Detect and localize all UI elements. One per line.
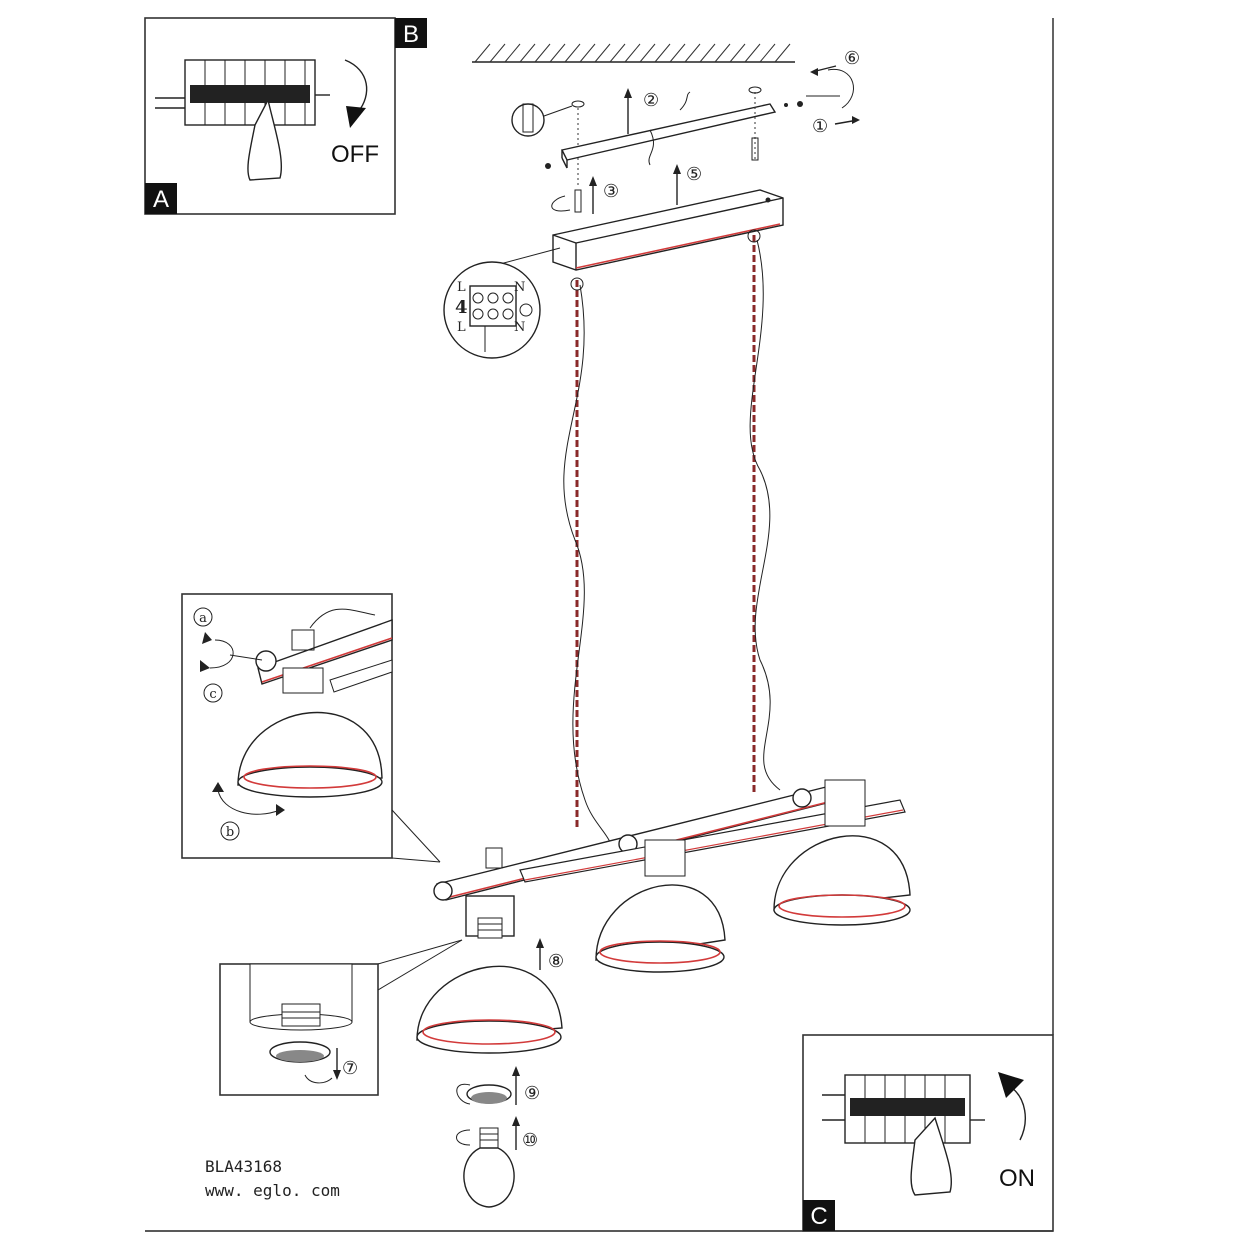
off-arrow-head	[346, 106, 366, 128]
model-number: BLA43168	[205, 1157, 282, 1176]
step-9: ⑨	[524, 1083, 540, 1104]
breaker-panel-on-icon	[822, 1074, 985, 1144]
step-1: ①	[812, 116, 828, 137]
light-bulb-icon	[456, 1116, 520, 1208]
suspension-chains	[563, 229, 781, 861]
inset-switch-off: B A OFF	[144, 17, 427, 215]
screw-icons	[545, 86, 803, 213]
tag-b: B	[403, 21, 419, 48]
terminal-l-top: L	[457, 280, 466, 295]
step-8: ⑧	[548, 951, 564, 972]
on-arrow-head	[998, 1072, 1024, 1098]
canopy	[552, 189, 784, 271]
tag-b-box	[395, 18, 427, 48]
step-arrows	[551, 65, 860, 214]
tag-c-box	[803, 1200, 835, 1231]
breaker-panel-icon	[155, 59, 330, 126]
on-arrow-curve	[1011, 1087, 1026, 1141]
on-label: ON	[999, 1165, 1035, 1192]
step-5: ⑤	[686, 164, 702, 185]
off-label: OFF	[331, 141, 379, 168]
tag-a: A	[153, 186, 169, 213]
lamp-shade-right	[773, 779, 911, 926]
shade-ring	[456, 1066, 520, 1105]
lamp-socket-left	[465, 847, 515, 939]
step-3: ③	[603, 181, 619, 202]
drill-icon	[511, 100, 585, 188]
step-6: ⑥	[844, 48, 860, 69]
step-b: b	[226, 825, 234, 840]
off-arrow-curve	[344, 59, 368, 113]
inset-shade-adjust	[181, 593, 441, 863]
inset-switch-on: C ON	[802, 1034, 1054, 1232]
step-2: ②	[643, 90, 659, 111]
terminal-l-bottom: L	[457, 320, 466, 335]
lamp-shade-middle	[595, 839, 726, 973]
mains-cable	[648, 129, 655, 166]
step-10: ⑩	[522, 1130, 538, 1151]
tag-a-box	[145, 183, 177, 214]
terminal-n-top: N	[514, 280, 525, 295]
inset-ring-removal	[219, 939, 463, 1096]
hand-icon	[247, 97, 283, 181]
step-7: ⑦	[342, 1058, 358, 1079]
terminal-n-bottom: N	[514, 320, 525, 335]
mounting-bracket	[560, 91, 777, 169]
lamp-shade-detached	[416, 938, 563, 1054]
tag-c: C	[810, 1203, 827, 1230]
terminal-block-inset	[443, 247, 561, 359]
step-a: a	[199, 611, 207, 626]
step-4: 4	[455, 297, 468, 318]
step-c: c	[209, 687, 216, 702]
hand-on-icon	[910, 1116, 952, 1196]
website-url: www. eglo. com	[205, 1181, 340, 1200]
ceiling	[472, 43, 795, 63]
